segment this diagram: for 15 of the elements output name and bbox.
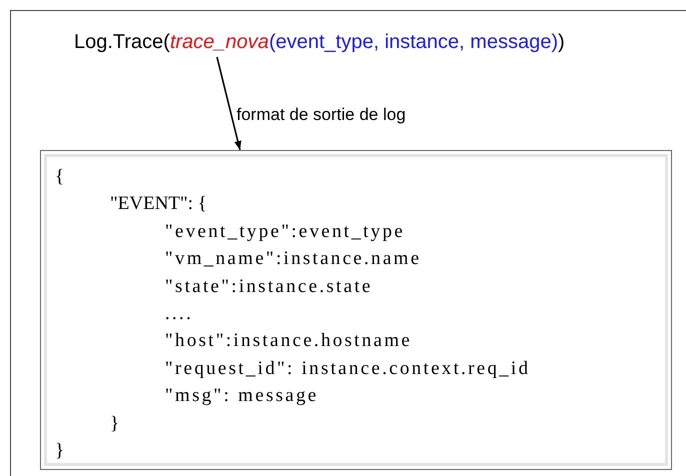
code-line: "event_type":event_type — [165, 220, 405, 244]
code-line: "request_id": instance.context.req_id — [165, 356, 530, 381]
code-line: } — [110, 412, 120, 436]
code-line: "vm_name":instance.name — [165, 247, 422, 272]
code-line: .... — [165, 302, 194, 326]
arrow — [216, 56, 242, 150]
code-line: } — [55, 439, 64, 464]
code-line: "msg": message — [165, 384, 318, 408]
code-line: { — [55, 165, 64, 189]
code-line: "state":instance.state — [165, 274, 373, 299]
code-box — [40, 150, 672, 470]
code-line: "EVENT": { — [110, 192, 207, 216]
function-call: Log.Trace(trace_nova(event_type, instance, message)) — [74, 27, 565, 57]
edge-label: format de sortie de log — [236, 104, 406, 125]
code-line: "host":instance.hostname — [165, 329, 412, 354]
